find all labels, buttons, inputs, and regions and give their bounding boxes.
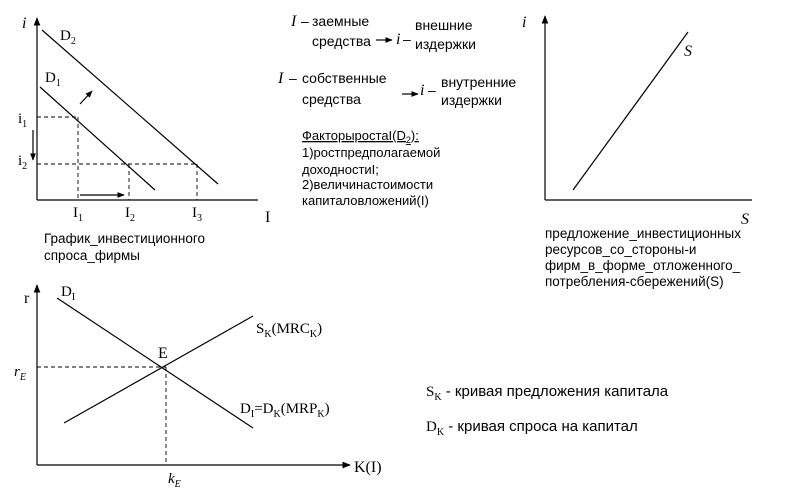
demand-curve-dk xyxy=(56,297,254,429)
label-I3: I3 xyxy=(192,205,202,224)
row1-result-var: i xyxy=(396,31,400,48)
graph2-x-label: S xyxy=(741,211,749,228)
label-di-dk-mrpk: DI=DK(MRPK) xyxy=(240,401,330,420)
graph1-y-label: i xyxy=(22,15,26,32)
label-ke: kE xyxy=(168,471,181,490)
row2-result-dash: – xyxy=(428,82,436,98)
label-curve-s: S xyxy=(684,43,692,60)
graph3-y-label: r xyxy=(24,290,30,307)
legend-dk: DK - кривая спроса на капитал xyxy=(426,418,638,438)
curve-legend: SK - кривая предложения капитала DK - кр… xyxy=(426,383,669,438)
shift-arrow-icon xyxy=(79,90,93,105)
equilibrium-point-e: E xyxy=(158,345,168,362)
capital-market-graph: r K(I) DI SK(MRCK) DI=DK(MRPK) E rE kE xyxy=(14,284,382,490)
graph3-x-label: K(I) xyxy=(354,459,382,476)
row2-result-l1: внутренние xyxy=(441,74,516,90)
row1-result-l2: издержки xyxy=(415,36,476,52)
cost-definitions: I – заемные средства i – внешние издержк… xyxy=(277,13,516,208)
row2-var: I xyxy=(277,70,284,87)
label-re: rE xyxy=(14,364,26,383)
label-di: DI xyxy=(61,284,75,303)
label-I1: I1 xyxy=(73,205,83,224)
row1-dash: – xyxy=(301,13,309,29)
row1-source-l2: средства xyxy=(312,33,371,49)
graph2-caption-line3: фирм_в_форме_отложенного_ xyxy=(545,258,741,273)
label-i1: i1 xyxy=(18,111,27,130)
row2-source-l1: собственные xyxy=(302,70,387,86)
label-sk-mrck: SK(MRCK) xyxy=(256,321,322,340)
label-d1: D1 xyxy=(45,70,61,89)
label-I2: I2 xyxy=(125,205,135,224)
graph2-caption-line1: предложение_инвестиционных xyxy=(545,226,741,241)
label-i2: i2 xyxy=(18,153,27,172)
graph2-caption-line2: ресурсов_со_стороны-и xyxy=(545,242,696,257)
row2-result-l2: издержки xyxy=(441,92,502,108)
row1-result-dash: – xyxy=(403,31,411,47)
demand-curve-d2 xyxy=(41,29,219,185)
label-d2: D2 xyxy=(60,28,76,47)
factors-title: ФакторыростаI(D2): xyxy=(302,128,419,145)
row2-result-var: i xyxy=(420,82,424,99)
factor2-line2: капиталовложений(I) xyxy=(302,193,429,208)
legend-sk: SK - кривая предложения капитала xyxy=(426,383,669,403)
demand-curve-d1 xyxy=(39,86,156,191)
factor1-line2: доходностиI; xyxy=(302,162,379,177)
row1-var: I xyxy=(290,13,297,30)
supply-curve-s xyxy=(572,31,689,191)
investment-demand-graph: i I D2 D1 i1 i2 I1 I2 I3 График_инвестиц… xyxy=(18,15,270,263)
factor2-line1: 2)величинастоимости xyxy=(302,177,433,192)
row2-dash: – xyxy=(289,70,297,86)
row2-source-l2: средства xyxy=(302,91,361,107)
factor1-line1: 1)ростпредполагаемой xyxy=(302,145,440,160)
row1-result-l1: внешние xyxy=(415,17,473,33)
investment-supply-graph: i S S предложение_инвестиционных ресурсо… xyxy=(522,14,752,289)
graph1-caption-line1: График_инвестиционного xyxy=(44,231,205,246)
graph2-y-label: i xyxy=(522,14,526,31)
graph2-caption-line4: потребления-сбережений(S) xyxy=(545,274,724,289)
graph1-x-label: I xyxy=(265,209,270,226)
supply-curve-sk xyxy=(63,315,254,424)
row1-source-l1: заемные xyxy=(312,13,369,29)
graph1-caption-line2: спроса_фирмы xyxy=(44,248,140,263)
